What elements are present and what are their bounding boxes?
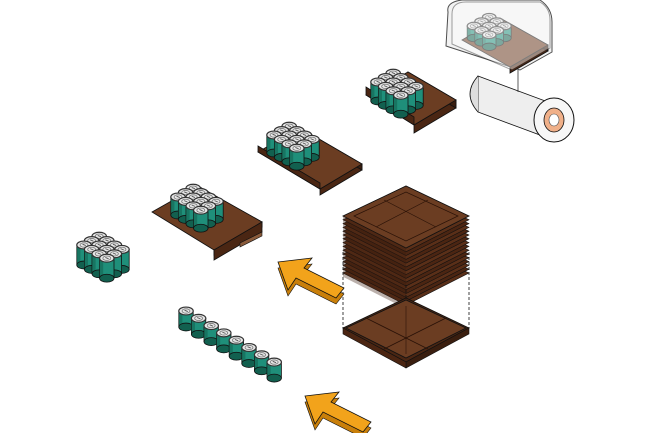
- can: [266, 357, 282, 383]
- guide-lines: [342, 252, 470, 328]
- tray-blank-stack: [342, 185, 470, 309]
- loose-cans-group: [76, 231, 130, 283]
- cans-on-flat-tray: [151, 183, 263, 261]
- can: [481, 30, 497, 51]
- film-roll-icon: [469, 75, 575, 143]
- can: [228, 335, 245, 361]
- shrink-film-wrap: [445, 0, 575, 143]
- feed-arrow-upper: [277, 257, 345, 305]
- can: [178, 306, 194, 332]
- can: [288, 143, 305, 171]
- film-overlay: [451, 1, 551, 71]
- tray-flap-fold: [239, 231, 263, 248]
- wrapped-tray-pack: [365, 68, 457, 134]
- feed-arrow-lower: [304, 391, 372, 433]
- tray-blank: [342, 297, 470, 369]
- can: [253, 350, 270, 376]
- can: [193, 205, 209, 233]
- can: [99, 253, 115, 283]
- can: [216, 328, 232, 354]
- cans-in-folded-tray: [257, 121, 363, 196]
- single-row-of-cans: [178, 306, 282, 383]
- can: [241, 342, 257, 368]
- can: [392, 90, 409, 119]
